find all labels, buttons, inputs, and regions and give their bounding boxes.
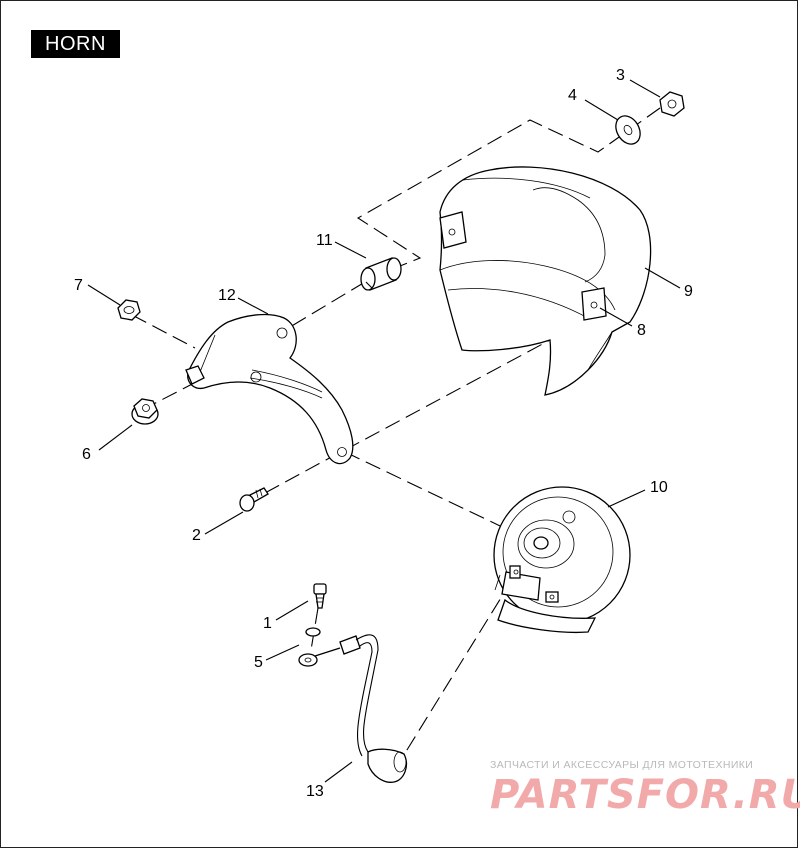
- callout-6: 6: [82, 446, 91, 463]
- page-title: HORN: [31, 30, 120, 58]
- watermark: ЗАПЧАСТИ И АКСЕССУАРЫ ДЛЯ МОТОТЕХНИКИ PA…: [490, 759, 800, 818]
- mounting-bracket: [185, 313, 354, 465]
- horn-cover: [439, 166, 652, 396]
- terminal-screw: [313, 583, 327, 609]
- callout-1: 1: [263, 615, 272, 632]
- cover-washer: [615, 115, 641, 145]
- callout-5: 5: [254, 654, 263, 671]
- bracket-bolt: [239, 487, 269, 512]
- bracket-nut-lower: [131, 398, 159, 425]
- callout-7: 7: [74, 277, 83, 294]
- callout-9: 9: [684, 283, 693, 300]
- watermark-logo: PARTSFOR.RU: [490, 772, 800, 818]
- callout-2: 2: [192, 527, 201, 544]
- bracket-nut-upper: [117, 299, 141, 321]
- callout-3: 3: [616, 67, 625, 84]
- callout-12: 12: [218, 287, 236, 304]
- callout-11: 11: [316, 232, 333, 249]
- assembly-lines: [131, 107, 661, 759]
- cover-nut: [659, 91, 685, 117]
- callout-10: 10: [650, 479, 668, 496]
- callout-8: 8: [637, 322, 646, 339]
- stud-spacer: [360, 257, 402, 291]
- horn: [493, 486, 631, 634]
- leader-lines: [87, 79, 681, 783]
- callout-4: 4: [568, 87, 577, 104]
- callout-13: 13: [306, 783, 324, 800]
- callout-labels: 1 2 3 4 5 6 7 8 9 10 11 12 13: [74, 67, 693, 800]
- watermark-tagline: ЗАПЧАСТИ И АКСЕССУАРЫ ДЛЯ МОТОТЕХНИКИ: [490, 759, 753, 771]
- terminal-washers: [298, 627, 321, 667]
- horn-wire: [314, 634, 408, 783]
